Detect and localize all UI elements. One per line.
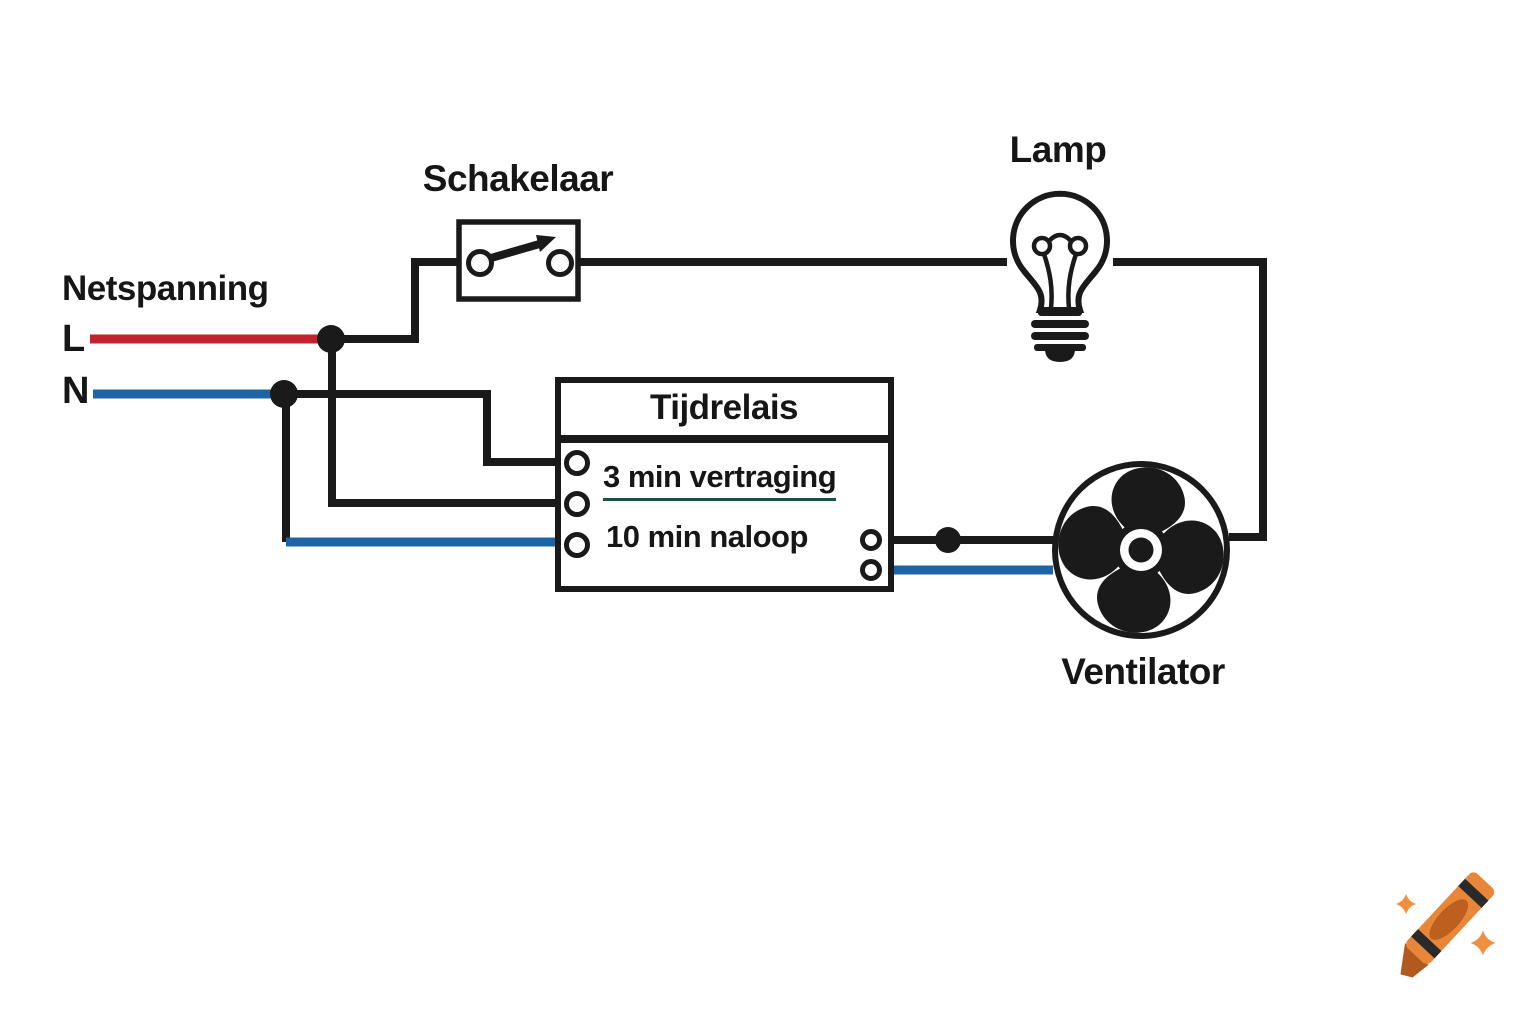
relay-runon-text: 10 min naloop [606,519,808,554]
fan-symbol [1052,461,1230,639]
wire-lamp-to-fan [1113,258,1267,541]
relay-delay-text: 3 min vertraging [603,459,837,501]
switch-lever-tip [536,235,556,252]
mains-wires [90,334,331,399]
crayon-tip [1400,943,1429,978]
sparkle-icon-right [1470,930,1496,956]
craiyon-logo [1396,872,1496,978]
live-label: L [62,318,85,360]
neutral-junction-dot [270,380,298,408]
switch-terminal-left [466,249,494,277]
wire-neutral-to-relay-1 [284,390,558,466]
switch-terminal-right [546,249,574,277]
crayon-stripe-lower [1411,929,1442,959]
fan-hub-center [1128,537,1154,563]
relay-box [555,377,894,592]
lamp-filament-crown [1047,232,1073,243]
relay-title: Tijdrelais [649,388,799,427]
live-junction-dot [317,325,345,353]
fan-label: Ventilator [1061,651,1225,692]
lamp-filament-leg-left [1041,253,1054,309]
relay-terminal-in-1 [564,450,590,476]
wire-live-to-switch [331,258,459,343]
lamp-screw-base [1031,309,1089,362]
neutral-label: N [62,370,89,412]
relay-terminal-in-2 [564,491,590,517]
wire-live-to-relay-2 [328,339,558,507]
fan-feed-junction-dot [935,527,961,553]
relay-terminal-out-2 [860,559,882,581]
lamp-filament-loop-right [1067,235,1089,257]
lamp-base-tip [1045,349,1075,362]
relay-symbol [555,377,894,592]
lamp-filament-leg-right [1066,253,1079,309]
lamp-glass [1010,190,1110,313]
lamp-symbol [1010,190,1110,362]
mains-label: Netspanning [62,269,269,308]
routing-wires [282,258,1267,575]
junction-dots [270,325,961,553]
switch-label: Schakelaar [422,158,614,199]
switch-lever [489,239,545,262]
switch-symbol [456,219,581,302]
crayon-stripe-upper [1458,878,1489,908]
crayon-label-oval [1429,899,1469,940]
lamp-filament-loop-left [1031,235,1053,257]
lamp-label: Lamp [1009,129,1107,170]
relay-terminal-out-1 [860,529,882,551]
relay-terminal-in-3 [564,532,590,558]
sparkle-icon-left [1396,894,1416,914]
crayon-icon [1400,872,1495,978]
